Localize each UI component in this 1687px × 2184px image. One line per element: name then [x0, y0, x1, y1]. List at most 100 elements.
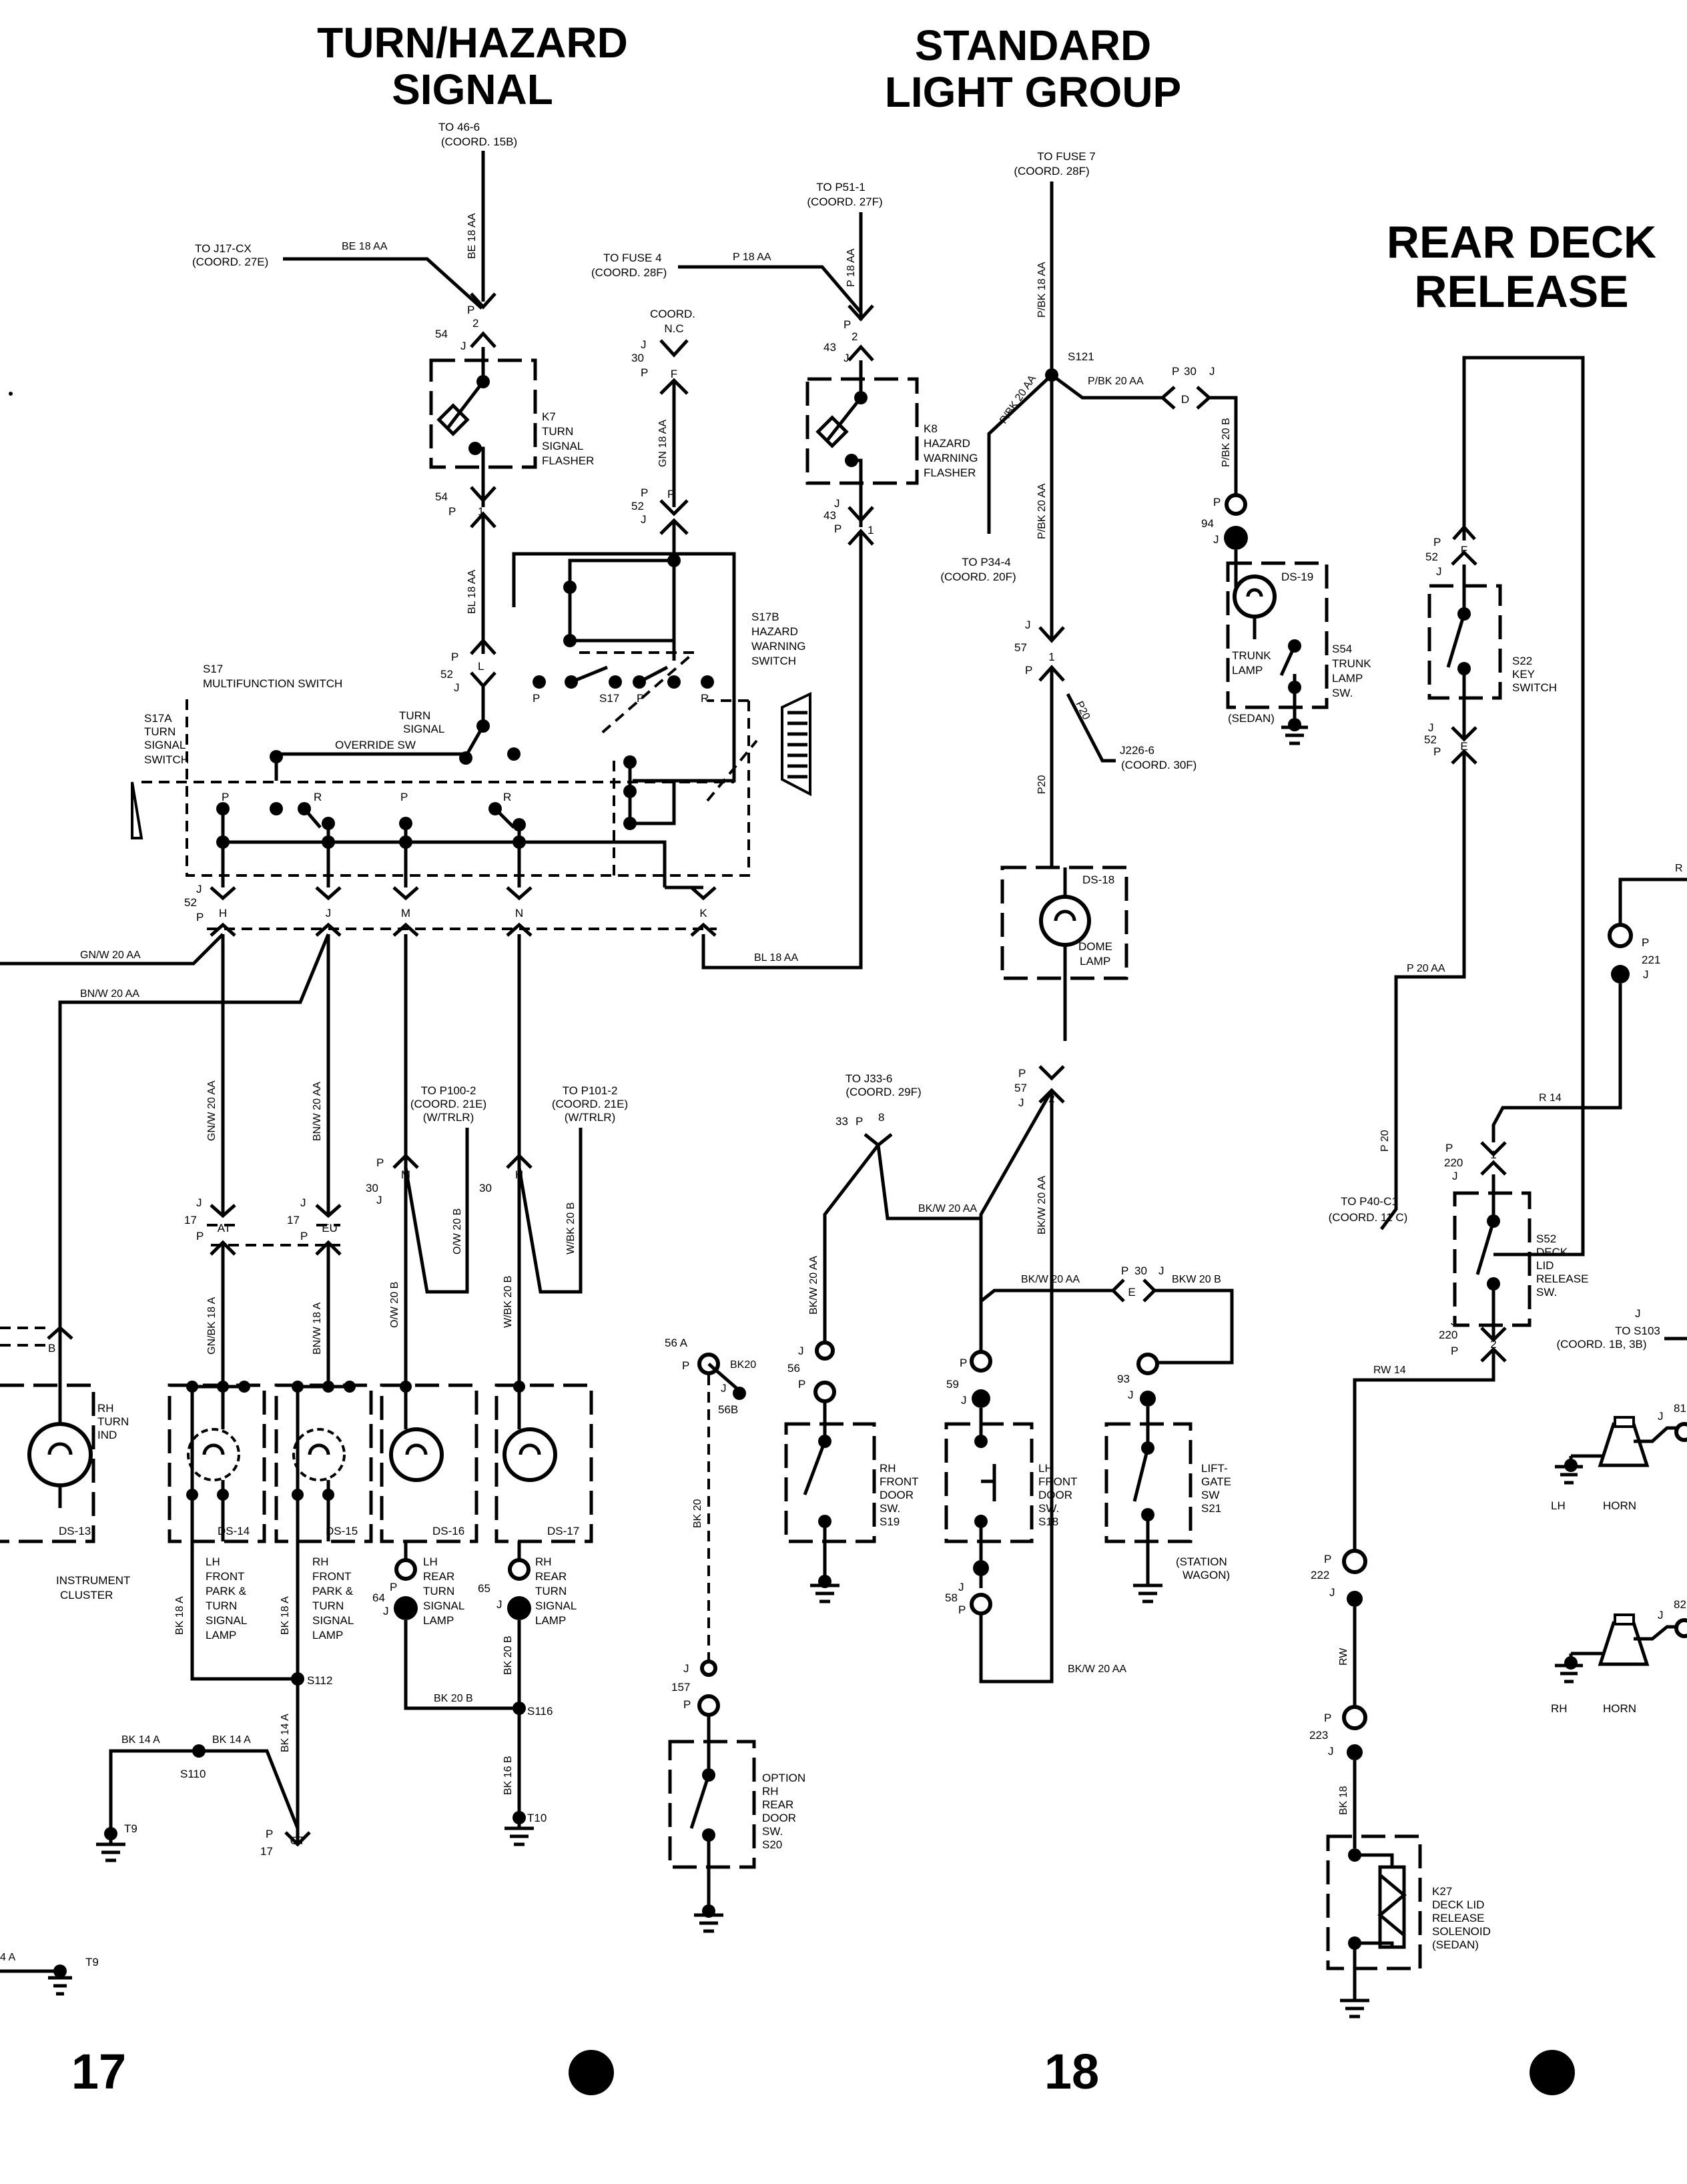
svg-text:221: 221: [1642, 954, 1660, 966]
svg-text:P 18 AA: P 18 AA: [733, 252, 771, 263]
svg-text:52: 52: [440, 668, 453, 681]
svg-text:30: 30: [479, 1182, 492, 1194]
svg-text:O/W 20 B: O/W 20 B: [452, 1208, 463, 1254]
svg-text:P: P: [1445, 1142, 1453, 1154]
svg-text:J: J: [460, 340, 466, 352]
svg-text:DOOR: DOOR: [762, 1812, 796, 1824]
svg-text:T9: T9: [85, 1956, 99, 1968]
svg-text:LH: LH: [423, 1555, 438, 1568]
svg-text:DS-15: DS-15: [326, 1525, 358, 1537]
svg-text:J: J: [1209, 365, 1215, 378]
svg-text:P: P: [1121, 1264, 1128, 1277]
svg-text:157: 157: [671, 1681, 690, 1694]
svg-text:P: P: [533, 692, 540, 705]
svg-text:HORN: HORN: [1603, 1499, 1636, 1512]
svg-text:DS-13: DS-13: [59, 1525, 91, 1537]
svg-text:17: 17: [260, 1845, 273, 1858]
svg-text:BKW 20 B: BKW 20 B: [1172, 1274, 1221, 1285]
svg-text:J: J: [1658, 1609, 1664, 1621]
svg-text:J: J: [383, 1605, 389, 1617]
svg-text:J: J: [1128, 1389, 1134, 1401]
svg-text:P: P: [641, 486, 648, 499]
svg-text:TO P40-C1: TO P40-C1: [1341, 1195, 1398, 1208]
svg-text:P: P: [390, 1581, 397, 1593]
svg-text:P: P: [667, 488, 675, 500]
svg-text:TO J33-6: TO J33-6: [846, 1072, 893, 1085]
svg-text:TO FUSE 7: TO FUSE 7: [1037, 150, 1096, 163]
svg-text:IND: IND: [97, 1429, 117, 1441]
svg-text:N.C: N.C: [664, 322, 683, 335]
svg-text:DS-16: DS-16: [432, 1525, 464, 1537]
svg-text:J: J: [641, 338, 647, 351]
svg-text:P: P: [682, 1359, 689, 1372]
svg-text:S17B: S17B: [751, 611, 779, 623]
svg-text:R: R: [314, 791, 322, 803]
svg-text:P/BK 18 AA: P/BK 18 AA: [1036, 262, 1048, 318]
svg-text:(SEDAN): (SEDAN): [1228, 712, 1275, 725]
svg-text:P: P: [1018, 1067, 1026, 1080]
svg-text:LH: LH: [1038, 1462, 1053, 1475]
svg-text:GATE: GATE: [1201, 1475, 1231, 1488]
svg-text:SW.: SW.: [1536, 1286, 1557, 1299]
svg-text:REAR: REAR: [762, 1798, 793, 1811]
svg-text:2: 2: [472, 317, 478, 330]
svg-text:D: D: [1181, 393, 1189, 406]
svg-text:57: 57: [1014, 1082, 1027, 1094]
svg-text:RH: RH: [535, 1555, 552, 1568]
svg-text:J: J: [326, 907, 332, 920]
lamp-ds17: DS-17 S116 65 J RH REAR TURN SIGNAL LAMP…: [478, 1328, 593, 1846]
svg-text:E: E: [1128, 1286, 1135, 1299]
svg-text:54: 54: [435, 490, 448, 503]
svg-text:CLUSTER: CLUSTER: [60, 1589, 113, 1601]
svg-text:AT: AT: [218, 1222, 231, 1234]
svg-text:P: P: [1433, 745, 1441, 758]
svg-text:K: K: [699, 907, 707, 920]
svg-text:(W/TRLR): (W/TRLR): [423, 1111, 474, 1124]
svg-text:P: P: [958, 1603, 966, 1616]
svg-text:(COORD. 27F): (COORD. 27F): [807, 196, 882, 208]
svg-text:93: 93: [1117, 1373, 1130, 1385]
svg-text:P: P: [683, 1698, 691, 1711]
svg-text:LAMP: LAMP: [535, 1614, 566, 1627]
svg-text:BK 18 A: BK 18 A: [174, 1596, 186, 1635]
svg-text:K8: K8: [924, 422, 938, 435]
svg-text:WARNING: WARNING: [924, 452, 978, 464]
svg-text:STANDARD: STANDARD: [915, 21, 1151, 69]
svg-text:SIGNAL: SIGNAL: [312, 1614, 354, 1627]
svg-text:M: M: [401, 1168, 410, 1181]
svg-text:S112: S112: [307, 1674, 332, 1687]
svg-text:BN/W 20 AA: BN/W 20 AA: [312, 1082, 323, 1141]
svg-text:P: P: [1324, 1712, 1331, 1724]
svg-text:220: 220: [1439, 1329, 1457, 1341]
svg-text:INSTRUMENT: INSTRUMENT: [56, 1574, 130, 1587]
svg-text:222: 222: [1311, 1569, 1329, 1581]
ground-t9: BK 14 A BK 14 A S110 T9 P 17 CT 4 A T9: [0, 1734, 311, 1996]
svg-text:65: 65: [478, 1582, 490, 1595]
svg-text:S52: S52: [1536, 1232, 1556, 1245]
svg-text:81: 81: [1674, 1402, 1686, 1415]
svg-text:DS-17: DS-17: [547, 1525, 579, 1537]
svg-text:BK/W 20 AA: BK/W 20 AA: [1068, 1664, 1126, 1675]
svg-text:GN/W 20 AA: GN/W 20 AA: [206, 1080, 218, 1141]
svg-text:J: J: [1018, 1096, 1024, 1109]
svg-text:COORD.: COORD.: [650, 308, 695, 320]
svg-text:DOOR: DOOR: [880, 1489, 914, 1501]
svg-text:P: P: [1172, 365, 1179, 378]
svg-text:52: 52: [184, 896, 197, 909]
svg-text:J: J: [196, 883, 202, 895]
svg-text:P: P: [451, 651, 458, 663]
svg-text:HORN: HORN: [1603, 1702, 1636, 1715]
svg-text:SOLENOID: SOLENOID: [1432, 1925, 1491, 1938]
rh-horn: RH HORN J 82: [1551, 1598, 1687, 1715]
svg-text:F: F: [671, 368, 677, 380]
svg-text:W/BK 20 B: W/BK 20 B: [502, 1276, 514, 1328]
svg-text:DOOR: DOOR: [1038, 1489, 1072, 1501]
svg-text:TURN/HAZARD: TURN/HAZARD: [317, 19, 628, 67]
svg-text:BL 18 AA: BL 18 AA: [466, 570, 478, 614]
lh-horn: LH HORN J 81: [1551, 1402, 1687, 1512]
svg-text:J: J: [961, 1394, 967, 1407]
svg-text:LH: LH: [1551, 1499, 1566, 1512]
svg-text:TURN: TURN: [542, 425, 573, 438]
svg-text:J: J: [1635, 1307, 1641, 1320]
